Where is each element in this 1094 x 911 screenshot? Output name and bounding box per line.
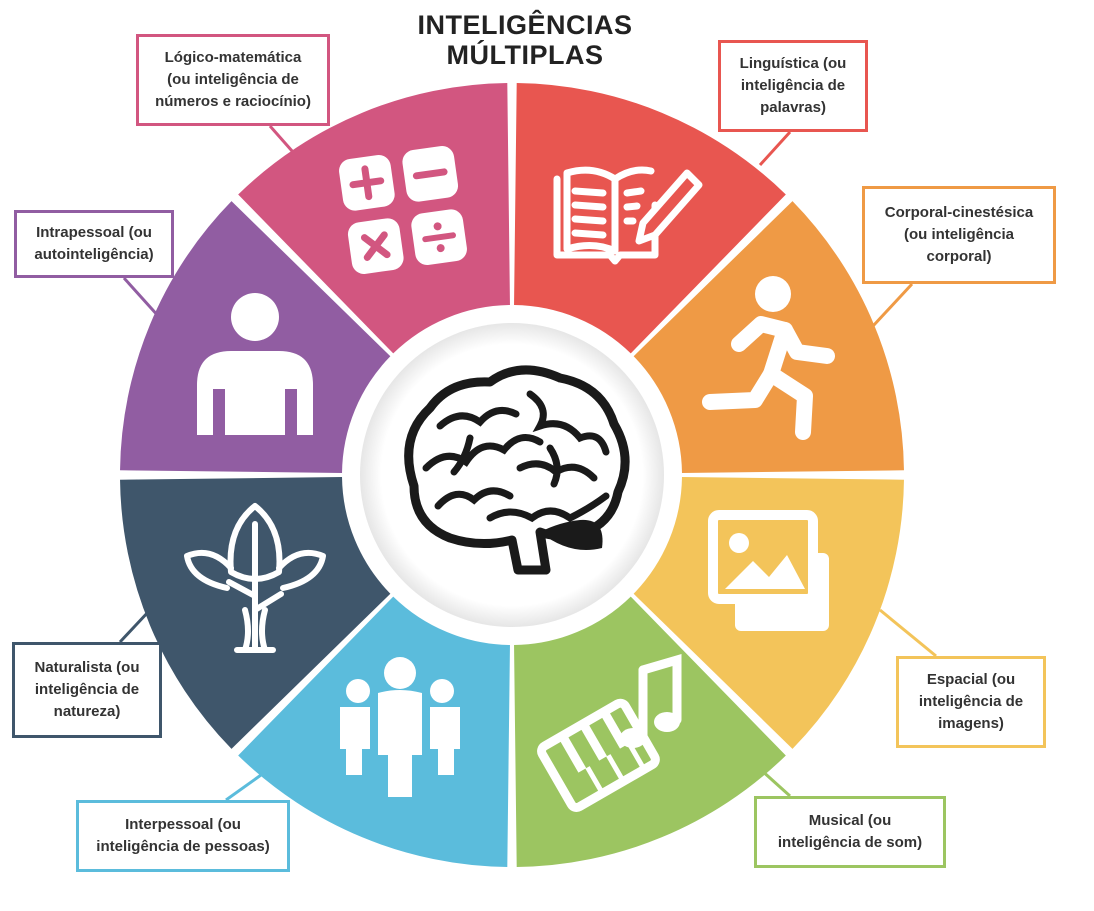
label-musical: Musical (ou inteligência de som): [754, 796, 946, 868]
title-line-2: MÚLTIPLAS: [446, 40, 604, 70]
segment-interpessoal: [238, 596, 510, 867]
connector-espacial: [879, 608, 937, 658]
label-naturalista: Naturalista (ou inteligência de natureza…: [12, 642, 162, 738]
segment-corporal: [633, 201, 904, 473]
label-espacial: Espacial (ou inteligência de imagens): [896, 656, 1046, 748]
tree-icon: [184, 503, 326, 653]
piano-music-note-icon: [537, 653, 682, 812]
calculator-operations-icon: [339, 146, 467, 274]
label-corporal: Corporal-cinestésica (ou inteligência co…: [862, 186, 1056, 284]
picture-icon: [708, 510, 829, 631]
label-intrapessoal: Intrapessoal (ou autointeligência): [14, 210, 174, 278]
running-person-icon: [702, 276, 835, 440]
segment-icons: [184, 146, 835, 812]
connector-intrapessoal: [122, 276, 162, 320]
title-line-1: INTELIGÊNCIAS: [417, 10, 633, 40]
connector-lines: [118, 125, 937, 802]
group-people-icon: [340, 657, 460, 797]
segment-musical: [514, 596, 786, 867]
book-pencil-icon: [553, 166, 703, 265]
person-icon: [197, 293, 313, 435]
label-linguistica: Linguística (ou inteligência de palavras…: [718, 40, 868, 132]
label-interpessoal: Interpessoal (ou inteligência de pessoas…: [76, 800, 290, 872]
diagram-title: INTELIGÊNCIAS MÚLTIPLAS: [380, 10, 670, 70]
brain-icon: [404, 365, 630, 575]
connector-linguistica: [758, 130, 792, 167]
connector-naturalista: [118, 608, 152, 644]
label-logico: Lógico-matemática (ou inteligência de nú…: [136, 34, 330, 126]
